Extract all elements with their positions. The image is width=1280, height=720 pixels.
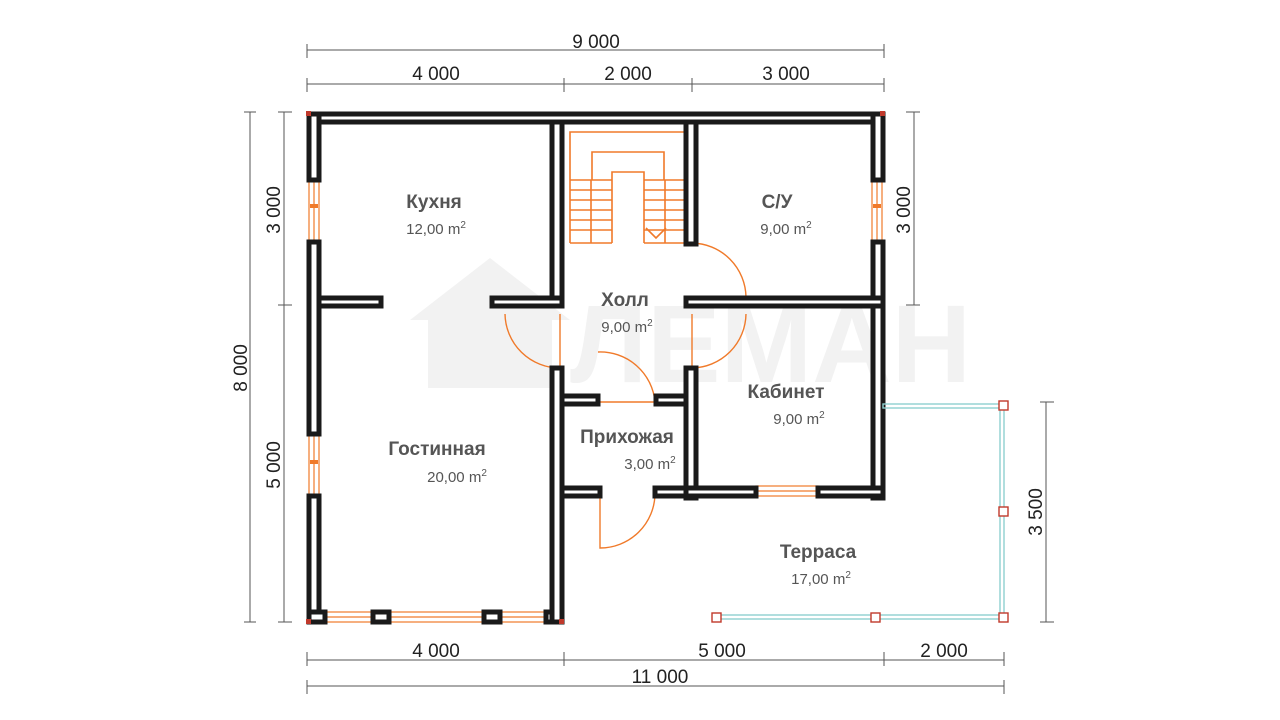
dim-bottom-segment-1: 4 000 [412,641,460,662]
svg-text:9,00 m2: 9,00 m2 [773,410,825,428]
watermark-house-icon [410,258,570,388]
dim-right-segment-1: 3 000 [894,186,915,234]
room-terrace-area-unit: 2 [845,570,851,581]
walls [306,111,886,625]
room-living-name: Гостинная [388,439,485,460]
dim-top-segment-2: 2 000 [604,64,652,85]
room-hall-area: 9,00 m [601,319,647,336]
room-living-area: 20,00 m [427,469,481,486]
room-hall-area-unit: 2 [647,318,653,329]
staircase [569,131,687,244]
room-hall: Холл 9,00 m2 [601,290,653,336]
room-bathroom-name: С/У [762,192,793,213]
svg-text:9,00 m2: 9,00 m2 [760,220,812,238]
room-living-area-unit: 2 [481,468,487,479]
room-bathroom-area: 9,00 m [760,221,806,238]
dimension-lines [244,44,1054,694]
svg-text:3,00 m2: 3,00 m2 [624,455,676,473]
svg-text:20,00 m2: 20,00 m2 [427,468,487,486]
terrace-railing [717,403,1005,620]
terrace-posts [711,400,1009,623]
room-terrace-area: 17,00 m [791,571,845,588]
dim-left-segment-2: 5 000 [264,441,285,489]
svg-text:12,00 m2: 12,00 m2 [406,220,466,238]
corner-markers [306,111,885,624]
dim-top-overall: 9 000 [572,32,620,53]
room-entry-name: Прихожая [580,427,674,448]
room-entry-area-unit: 2 [670,455,676,466]
room-kitchen-name: Кухня [406,192,462,213]
room-office-area-unit: 2 [819,410,825,421]
room-living: Гостинная 20,00 m2 [388,439,487,486]
room-hall-name: Холл [601,290,649,311]
dim-bottom-segment-2: 5 000 [698,641,746,662]
room-office-area: 9,00 m [773,411,819,428]
room-entry: Прихожая 3,00 m2 [580,427,676,473]
dimension-labels: 9 000 4 000 2 000 3 000 4 000 5 000 2 00… [231,32,1047,688]
room-terrace-name: Терраса [780,542,857,563]
room-kitchen: Кухня 12,00 m2 [406,192,466,238]
dim-left-segment-1: 3 000 [264,186,285,234]
room-office-name: Кабинет [748,382,825,403]
room-kitchen-area: 12,00 m [406,221,460,238]
room-terrace: Терраса 17,00 m2 [780,542,857,588]
dim-bottom-segment-3: 2 000 [920,641,968,662]
room-kitchen-area-unit: 2 [460,220,466,231]
room-bathroom: С/У 9,00 m2 [760,192,812,238]
dim-top-segment-3: 3 000 [762,64,810,85]
dim-left-overall: 8 000 [231,344,252,392]
watermark: ЛЕМАН [410,258,971,406]
room-bathroom-area-unit: 2 [806,220,812,231]
svg-text:9,00 m2: 9,00 m2 [601,318,653,336]
svg-text:17,00 m2: 17,00 m2 [791,570,851,588]
dim-bottom-overall: 11 000 [632,667,689,688]
room-office: Кабинет 9,00 m2 [748,382,826,428]
dim-top-segment-1: 4 000 [412,64,460,85]
door-entrance [599,493,656,549]
dim-right-terrace: 3 500 [1026,488,1047,536]
door-bathroom [691,242,747,298]
room-entry-area: 3,00 m [624,456,670,473]
